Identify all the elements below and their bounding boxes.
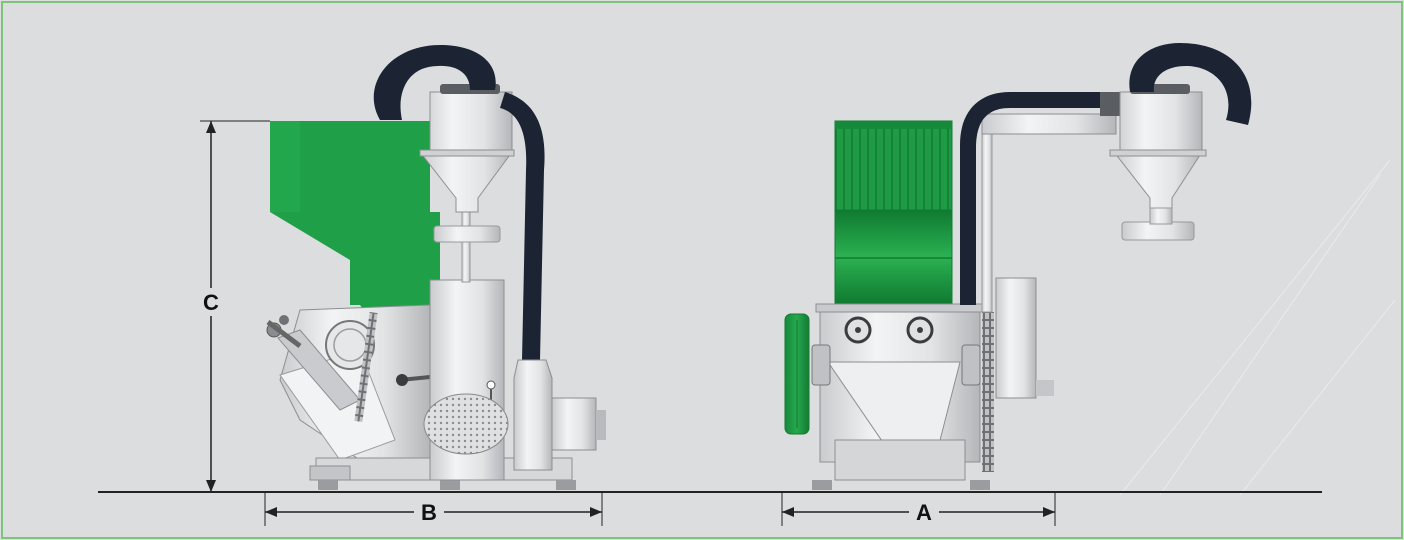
light-streaks [1119, 159, 1396, 496]
front-arm [981, 113, 1117, 135]
side-view [266, 45, 606, 490]
dimension-b-label: B [421, 500, 437, 525]
side-hose-down [500, 92, 545, 360]
front-hose [960, 92, 1110, 305]
side-handle-icon [266, 315, 302, 348]
dimension-a-label: A [916, 500, 932, 525]
side-hose-top [373, 45, 496, 120]
front-gear-rack [982, 312, 994, 472]
front-flywheel [784, 313, 810, 435]
front-hose-top [1129, 43, 1252, 125]
front-hopper-lower [834, 209, 953, 305]
front-handwheel-left-icon [844, 316, 872, 344]
dimension-c: C [196, 120, 270, 492]
front-motor [995, 277, 1037, 399]
side-blower [513, 359, 553, 471]
front-collector-plate [1121, 221, 1195, 241]
dimension-c-label: C [203, 290, 219, 315]
side-collector-plate [433, 225, 501, 243]
side-feet [318, 480, 576, 490]
front-feet [812, 480, 990, 490]
front-view [784, 43, 1252, 490]
front-hopper-top [834, 120, 953, 214]
side-screen-mesh [423, 393, 509, 455]
dimension-b: B [264, 492, 603, 526]
dimension-a: A [781, 492, 1056, 526]
side-inspection-disc [325, 320, 375, 370]
front-handwheel-right-icon [906, 316, 934, 344]
side-chain [354, 311, 378, 423]
